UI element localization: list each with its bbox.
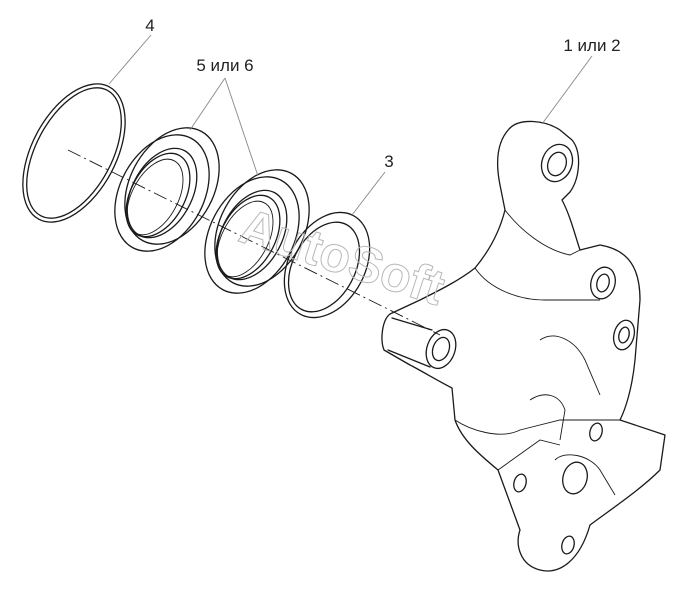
callout-bracket: 1 или 2	[563, 36, 620, 55]
o-ring-part-4	[22, 83, 126, 223]
leader-lines	[108, 34, 593, 216]
seal-part-5-or-6-a	[114, 127, 220, 252]
assembly-axis	[67, 149, 441, 336]
bracket-housing-part-1-or-2	[381, 120, 666, 572]
washer-part-3	[283, 211, 371, 319]
watermark: AutoSoft	[233, 198, 451, 317]
callout-seals: 5 или 6	[196, 56, 253, 75]
callout-washer: 3	[384, 152, 393, 171]
callout-ring: 4	[145, 16, 154, 35]
